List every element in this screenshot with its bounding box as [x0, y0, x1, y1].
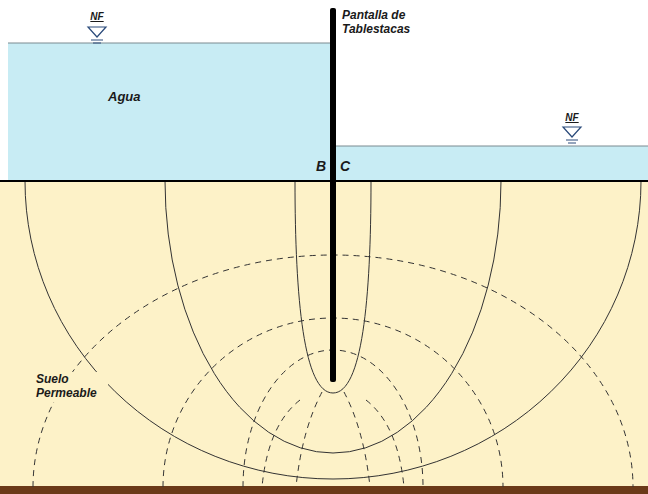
water-level-tick — [91, 40, 103, 41]
water-label: Agua — [108, 90, 141, 105]
equipotential-line — [296, 392, 322, 487]
soil-label: Suelo Permeable — [34, 372, 108, 402]
permeable-soil — [0, 181, 648, 488]
point-label: C — [340, 158, 350, 174]
water-level-symbol — [88, 27, 106, 43]
water-level-tick — [568, 143, 576, 144]
water-level-tick — [566, 140, 578, 141]
water-level-triangle — [563, 127, 581, 137]
wall-label: Pantalla de Tablestacas — [342, 9, 430, 37]
water-level-triangle — [88, 27, 106, 37]
point-label: B — [316, 158, 326, 174]
impermeable-base — [0, 486, 648, 494]
water-surface — [333, 146, 648, 147]
water-level-label: NF — [565, 112, 578, 124]
water-level-symbol — [563, 127, 581, 143]
equipotential-line — [344, 392, 370, 487]
water-surface — [8, 43, 333, 44]
equipotential-line — [366, 400, 404, 487]
equipotential-line — [262, 400, 300, 487]
water-level-label: NF — [90, 11, 103, 23]
downstream-water — [333, 146, 648, 181]
sheet-pile-wall — [330, 8, 336, 382]
water-level-tick — [93, 43, 101, 44]
ground-line — [0, 180, 648, 182]
upstream-water — [8, 43, 333, 181]
